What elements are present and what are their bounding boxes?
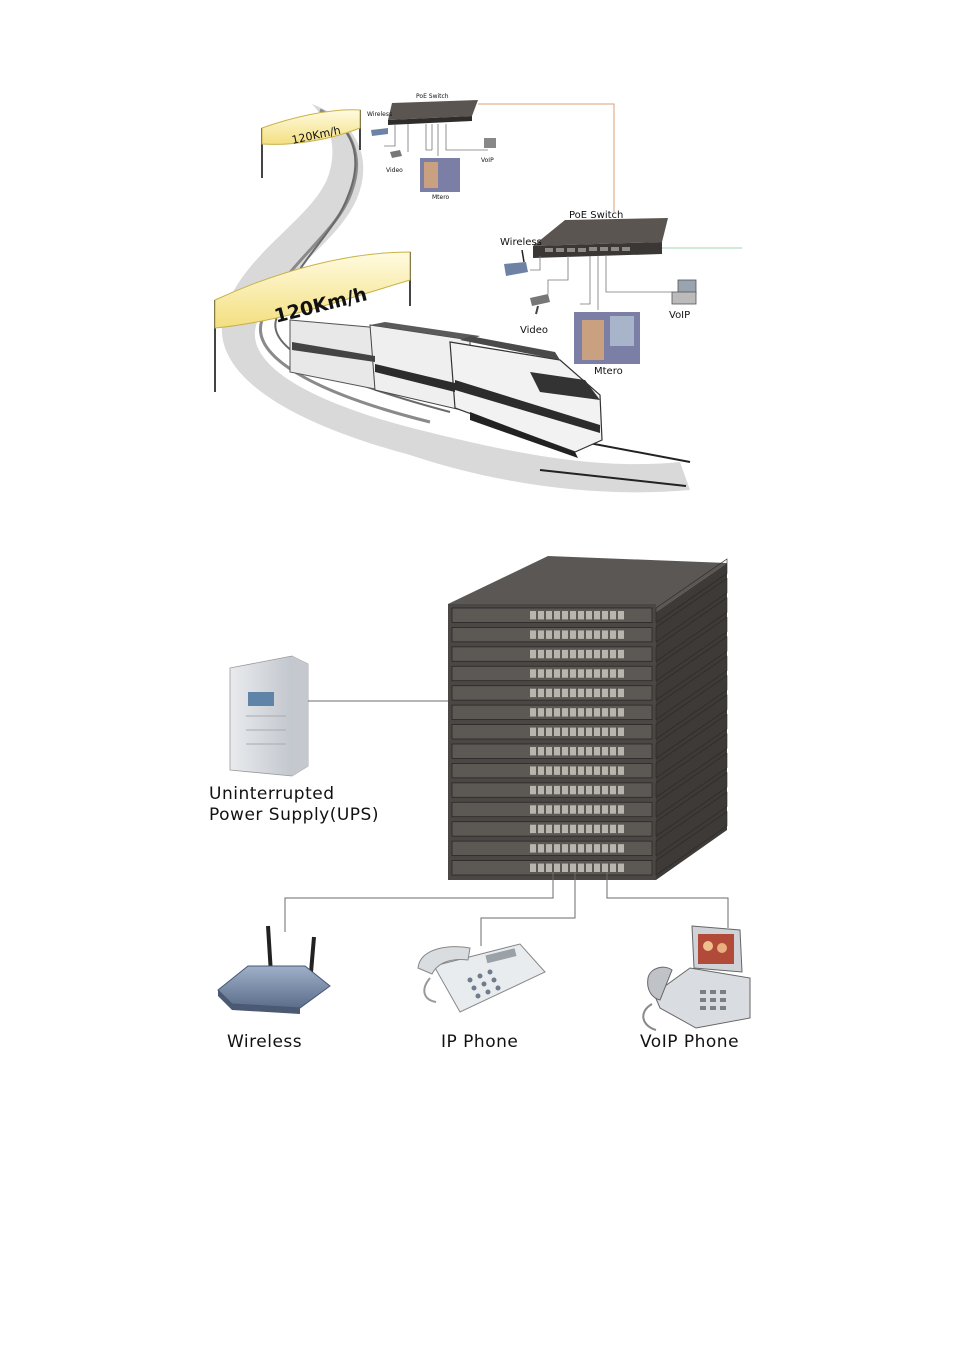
upper-camera-icon	[390, 150, 402, 158]
lower-metro-label: Mtero	[594, 366, 623, 377]
voip-phone: VoIP Phone	[640, 926, 750, 1052]
wireless-label: Wireless	[227, 1032, 302, 1052]
lower-video-label: Video	[520, 325, 548, 336]
upper-wireless-label: Wireless	[367, 111, 392, 118]
stack-diagram: Uninterrupted Power Supply(UPS) Wireless	[209, 556, 750, 1052]
upper-voip-icon	[484, 138, 496, 148]
lower-wireless-icon	[504, 262, 528, 276]
train-diagram: 120Km/h 120Km/h PoE Switch Wireless Vide…	[215, 93, 742, 492]
upper-wireless-icon	[371, 128, 388, 136]
wireless-ap: Wireless	[218, 926, 330, 1052]
switch-stack	[448, 556, 727, 880]
upper-voip-label: VoIP	[481, 157, 494, 164]
ups-label-line2: Power Supply(UPS)	[209, 805, 379, 825]
lower-wireless-label: Wireless	[500, 237, 542, 248]
ups-label-line1: Uninterrupted	[209, 784, 335, 804]
lower-switch-label: PoE Switch	[569, 210, 623, 221]
voip-phone-label: VoIP Phone	[640, 1032, 739, 1052]
lower-camera-icon	[530, 294, 550, 306]
upper-metro-label: Mtero	[432, 194, 450, 201]
ip-phone: IP Phone	[418, 944, 545, 1052]
lower-voip-label: VoIP	[669, 310, 690, 321]
ip-phone-label: IP Phone	[441, 1032, 518, 1052]
upper-poe-cluster: PoE Switch Wireless Video Mtero VoIP	[367, 93, 614, 212]
upper-video-label: Video	[386, 167, 403, 174]
upper-switch-label: PoE Switch	[416, 93, 449, 100]
ups-device: Uninterrupted Power Supply(UPS)	[209, 656, 379, 825]
